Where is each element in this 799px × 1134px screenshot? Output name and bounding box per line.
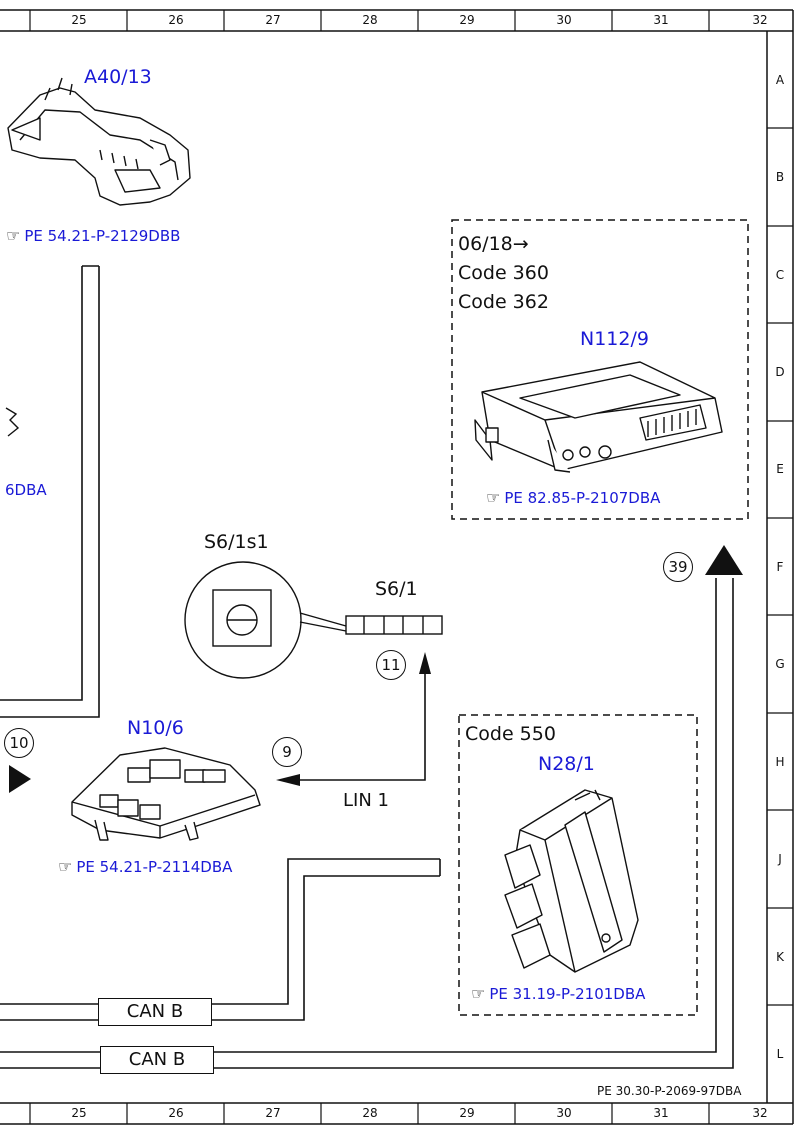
- n10-6-drawing: [71, 747, 261, 841]
- n112-9-reference-text[interactable]: PE 82.85-P-2107DBA: [504, 489, 661, 507]
- n112-note-code-360: Code 360: [458, 262, 549, 284]
- column-number-27-bottom: 27: [265, 1106, 281, 1120]
- column-number-25-top: 25: [71, 13, 87, 27]
- connector-39[interactable]: 39: [663, 552, 693, 582]
- column-number-28-top: 28: [362, 13, 378, 27]
- connector-9[interactable]: 9: [272, 737, 302, 767]
- row-letter-l: L: [776, 1047, 784, 1061]
- column-number-31-bottom: 31: [653, 1106, 669, 1120]
- can-b-upper-label: CAN B: [98, 998, 212, 1026]
- row-letter-j: J: [778, 852, 782, 866]
- connector-10[interactable]: 10: [4, 728, 34, 758]
- row-letter-g: G: [775, 657, 785, 671]
- a40-13-reference[interactable]: ☞PE 54.21-P-2129DBB: [6, 226, 180, 245]
- pointing-hand-icon: ☞: [58, 857, 73, 876]
- arrow-up-11: [419, 652, 431, 674]
- wire-a40: [0, 265, 100, 718]
- column-number-30-bottom: 30: [556, 1106, 572, 1120]
- a40-13-label[interactable]: A40/13: [84, 66, 152, 88]
- n28-note-code-550: Code 550: [465, 723, 556, 745]
- n28-1-drawing: [504, 789, 639, 973]
- row-letter-h: H: [775, 755, 785, 769]
- lin-1-label: LIN 1: [343, 790, 389, 811]
- s6-1s1-switch-detail: [184, 561, 347, 679]
- row-letter-a: A: [775, 73, 785, 87]
- column-number-27-top: 27: [265, 13, 281, 27]
- n28-1-reference[interactable]: ☞PE 31.19-P-2101DBA: [471, 984, 645, 1003]
- pointing-hand-icon: ☞: [471, 984, 486, 1003]
- arrow-right-10: [9, 765, 31, 793]
- column-number-30-top: 30: [556, 13, 572, 27]
- partial-component-edge: [5, 407, 20, 437]
- wire-lin-1: [300, 672, 426, 781]
- column-number-26-bottom: 26: [168, 1106, 184, 1120]
- n10-6-label[interactable]: N10/6: [127, 717, 184, 739]
- row-ticks: [767, 127, 793, 1006]
- arrow-up-39: [705, 545, 743, 575]
- column-number-29-bottom: 29: [459, 1106, 475, 1120]
- row-letter-f: F: [776, 560, 784, 574]
- n112-code-box: [451, 219, 749, 520]
- can-b-lower-label: CAN B: [100, 1046, 214, 1074]
- a40-13-drawing: [7, 77, 191, 206]
- n10-6-reference[interactable]: ☞PE 54.21-P-2114DBA: [58, 857, 232, 876]
- column-number-32-top: 32: [752, 13, 768, 27]
- document-id: PE 30.30-P-2069-97DBA: [597, 1084, 742, 1098]
- column-number-29-top: 29: [459, 13, 475, 27]
- column-number-32-bottom: 32: [752, 1106, 768, 1120]
- arrow-left-9: [276, 774, 300, 786]
- column-number-28-bottom: 28: [362, 1106, 378, 1120]
- wire-can-b-lower: [0, 578, 734, 1069]
- s6-1s1-label[interactable]: S6/1s1: [204, 531, 269, 553]
- n112-note-date: 06/18→: [458, 233, 529, 255]
- column-ticks: [29, 10, 710, 1124]
- column-number-31-top: 31: [653, 13, 669, 27]
- frame: [0, 9, 794, 1125]
- n112-9-label[interactable]: N112/9: [580, 328, 649, 350]
- n28-1-reference-text[interactable]: PE 31.19-P-2101DBA: [489, 985, 646, 1003]
- row-letter-c: C: [775, 268, 785, 282]
- a40-13-reference-text[interactable]: PE 54.21-P-2129DBB: [24, 227, 181, 245]
- n28-1-label[interactable]: N28/1: [538, 753, 595, 775]
- n10-6-reference-text[interactable]: PE 54.21-P-2114DBA: [76, 858, 233, 876]
- n28-code-box: [458, 714, 698, 1016]
- n112-9-reference[interactable]: ☞PE 82.85-P-2107DBA: [486, 488, 660, 507]
- connector-11[interactable]: 11: [376, 650, 406, 680]
- pointing-hand-icon: ☞: [6, 226, 21, 245]
- s6-1-label[interactable]: S6/1: [375, 578, 418, 600]
- column-number-26-top: 26: [168, 13, 184, 27]
- n112-9-drawing: [474, 361, 723, 473]
- column-number-25-bottom: 25: [71, 1106, 87, 1120]
- row-letter-e: E: [776, 462, 784, 476]
- pointing-hand-icon: ☞: [486, 488, 501, 507]
- row-letter-d: D: [775, 365, 785, 379]
- row-letter-k: K: [776, 950, 784, 964]
- s6-1-connector: [345, 615, 443, 635]
- partial-reference[interactable]: 6DBA: [5, 481, 47, 499]
- wire-can-b-upper: [0, 858, 441, 1021]
- row-letter-b: B: [775, 170, 785, 184]
- n112-note-code-362: Code 362: [458, 291, 549, 313]
